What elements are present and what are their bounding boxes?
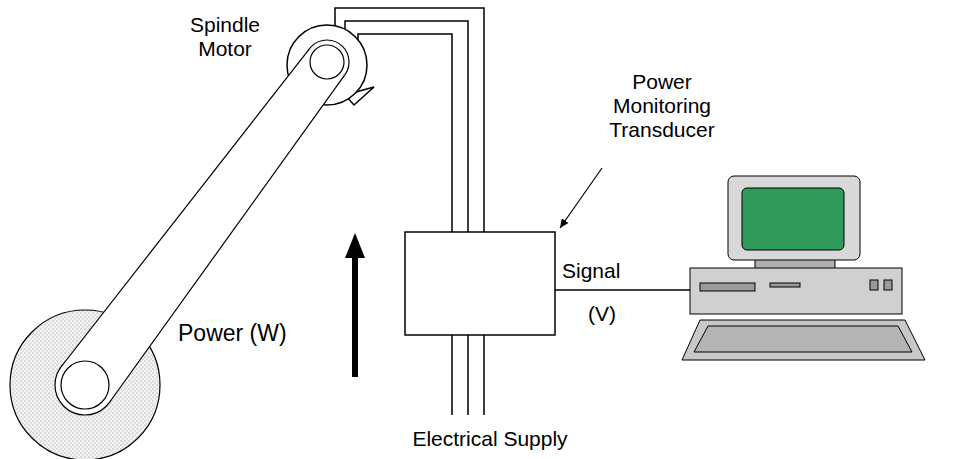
transducer-box xyxy=(405,232,555,335)
signal-wire xyxy=(555,289,712,291)
leader-line xyxy=(560,168,602,228)
unit-label: (V) xyxy=(588,302,648,326)
supply-label: Electrical Supply xyxy=(370,427,610,451)
motor-label: Spindle Motor xyxy=(170,13,280,61)
transducer-label: Power Monitoring Transducer xyxy=(596,70,728,142)
power-label: Power (W) xyxy=(178,320,338,346)
signal-label: Signal xyxy=(562,259,652,283)
supply-wires xyxy=(335,8,484,415)
computer xyxy=(682,176,925,360)
power-flow-arrow xyxy=(345,233,365,377)
drive-belt xyxy=(55,40,349,415)
